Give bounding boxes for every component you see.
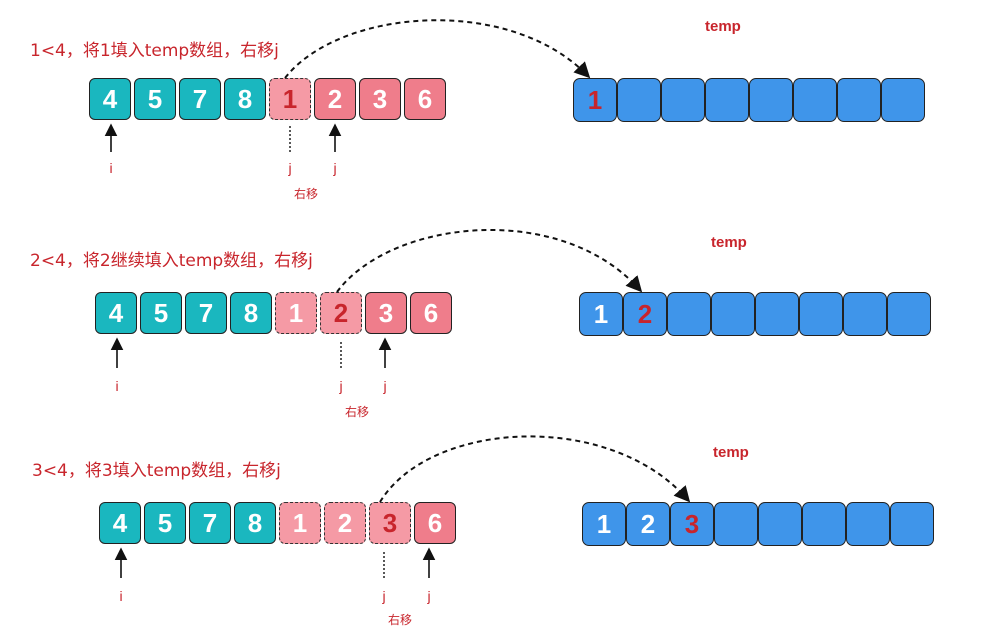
step-1-array-cell: 7 — [179, 78, 221, 120]
step-2-array-cell-current: 2 — [320, 292, 362, 334]
step-3-temp-cell — [758, 502, 802, 546]
step-3-temp-cell: 1 — [582, 502, 626, 546]
step-2-i-label: i — [115, 378, 119, 394]
step-2-j-new-label: j — [383, 378, 387, 394]
step-1-array-cell: 4 — [89, 78, 131, 120]
step-2-temp-cell — [667, 292, 711, 336]
step-3-temp-cell — [714, 502, 758, 546]
step-3-array-cell: 1 — [279, 502, 321, 544]
step-3-array-cell: 5 — [144, 502, 186, 544]
step-1-temp-cell — [881, 78, 925, 122]
step-2-j-old-label: j — [339, 378, 343, 394]
step-1-j-old-label: j — [288, 160, 292, 176]
step-2-temp-cell — [843, 292, 887, 336]
step-1-temp-cell — [837, 78, 881, 122]
step-3-array-cell: 7 — [189, 502, 231, 544]
step-3-i-label: i — [119, 588, 123, 604]
step-1-temp-label: temp — [705, 18, 741, 35]
step-3-curve-arrow — [379, 435, 691, 503]
step-3-temp-cell — [890, 502, 934, 546]
step-1-caption: 1<4，将1填入temp数组，右移j — [30, 41, 279, 61]
step-3-j-old-label: j — [382, 588, 386, 604]
step-3-array-cell: 2 — [324, 502, 366, 544]
step-1-array-cell: 2 — [314, 78, 356, 120]
step-2-temp-cell — [755, 292, 799, 336]
step-1-array-cell: 6 — [404, 78, 446, 120]
step-3-temp-label: temp — [713, 444, 749, 461]
step-3-temp-cell — [802, 502, 846, 546]
step-2-array-cell: 3 — [365, 292, 407, 334]
step-3-j-new-label: j — [427, 588, 431, 604]
step-2-array-cell: 8 — [230, 292, 272, 334]
step-1-i-label: i — [109, 160, 113, 176]
step-2-temp-cell — [887, 292, 931, 336]
step-3-array-cell: 4 — [99, 502, 141, 544]
step-1-temp-cell — [793, 78, 837, 122]
step-3-temp-cell: 2 — [626, 502, 670, 546]
step-3-array-cell: 8 — [234, 502, 276, 544]
step-2-array-cell: 6 — [410, 292, 452, 334]
step-3-caption: 3<4，将3填入temp数组，右移j — [32, 461, 281, 481]
step-1-array-cell: 3 — [359, 78, 401, 120]
step-2-temp-cell: 1 — [579, 292, 623, 336]
step-1-temp-cell — [617, 78, 661, 122]
step-2-array-cell: 1 — [275, 292, 317, 334]
step-1-curve-arrow — [284, 19, 591, 79]
step-3-temp-cell: 3 — [670, 502, 714, 546]
step-2-curve-arrow — [336, 229, 643, 293]
step-3-temp-cell — [846, 502, 890, 546]
step-2-array-cell: 4 — [95, 292, 137, 334]
step-2-temp-cell — [711, 292, 755, 336]
step-3-array-cell-current: 3 — [369, 502, 411, 544]
step-2-temp-cell — [799, 292, 843, 336]
step-2-array-cell: 7 — [185, 292, 227, 334]
step-1-array-cell-current: 1 — [269, 78, 311, 120]
step-1-j-new-label: j — [333, 160, 337, 176]
step-2-caption: 2<4，将2继续填入temp数组，右移j — [30, 251, 313, 271]
step-1-temp-cell — [661, 78, 705, 122]
step-1-temp-cell: 1 — [573, 78, 617, 122]
step-1-array-cell: 5 — [134, 78, 176, 120]
step-2-move-label: 右移 — [345, 405, 370, 419]
step-1-temp-cell — [705, 78, 749, 122]
step-3-move-label: 右移 — [388, 613, 413, 627]
step-3-array-cell: 6 — [414, 502, 456, 544]
step-2-temp-cell: 2 — [623, 292, 667, 336]
step-1-move-label: 右移 — [294, 187, 319, 201]
step-1-array-cell: 8 — [224, 78, 266, 120]
step-2-temp-label: temp — [711, 234, 747, 251]
step-1-temp-cell — [749, 78, 793, 122]
step-2-array-cell: 5 — [140, 292, 182, 334]
